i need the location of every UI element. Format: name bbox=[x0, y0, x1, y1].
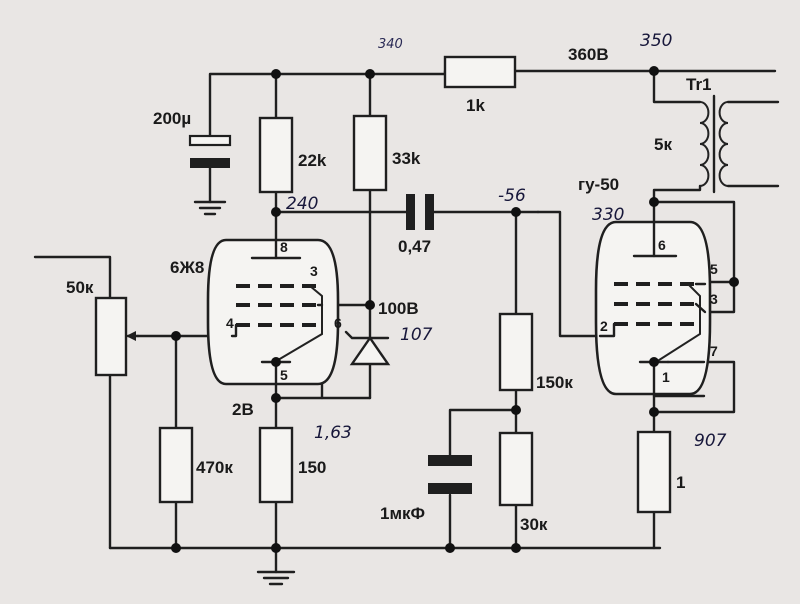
pin-t2-6: 6 bbox=[658, 237, 666, 253]
label-tube1: 6Ж8 bbox=[170, 258, 204, 277]
hand-v-107: 107 bbox=[400, 325, 433, 345]
wiring bbox=[33, 69, 780, 574]
label-r-1k: 1k bbox=[466, 96, 485, 115]
potentiometer-50k bbox=[94, 296, 128, 377]
label-r-150: 150 bbox=[298, 458, 326, 477]
label-c-200u: 200µ bbox=[153, 109, 191, 128]
capacitor-200u bbox=[188, 134, 232, 168]
resistor-470k bbox=[158, 426, 194, 504]
pin-t1-3: 3 bbox=[310, 263, 318, 279]
ground-symbol-cap bbox=[193, 200, 227, 216]
label-supply-voltage: 360В bbox=[568, 45, 609, 64]
pin-t2-5: 5 bbox=[710, 261, 718, 277]
resistor-150 bbox=[258, 426, 294, 504]
capacitor-1mkf bbox=[428, 455, 472, 494]
label-r-33k: 33k bbox=[392, 149, 421, 168]
label-node-100v: 100В bbox=[378, 299, 419, 318]
label-r-470k: 470к bbox=[196, 458, 233, 477]
pin-t2-7: 7 bbox=[710, 343, 718, 359]
transformer-tr1 bbox=[699, 94, 729, 194]
resistor-30k bbox=[498, 431, 534, 507]
label-cathode-2v: 2В bbox=[232, 400, 254, 419]
pin-t2-2: 2 bbox=[600, 318, 608, 334]
resistor-1k bbox=[443, 55, 517, 89]
label-r-1-ohm: 1 bbox=[676, 473, 685, 492]
label-r-150k: 150к bbox=[536, 373, 573, 392]
capacitor-047 bbox=[406, 194, 434, 230]
resistor-1-ohm bbox=[636, 430, 672, 514]
hand-v-240: 240 bbox=[286, 194, 318, 214]
label-transformer: Tr1 bbox=[686, 75, 712, 94]
hand-v-340: 340 bbox=[378, 37, 403, 52]
label-tube2: гу-50 bbox=[578, 175, 619, 194]
tube-6zh8 bbox=[206, 238, 340, 386]
junction-dots bbox=[171, 66, 739, 553]
hand-v-330: 330 bbox=[592, 205, 624, 225]
pin-t2-1: 1 bbox=[662, 369, 670, 385]
label-r-22k: 22k bbox=[298, 151, 327, 170]
resistor-150k bbox=[498, 312, 534, 392]
hand-v-907: 907 bbox=[694, 431, 727, 451]
hand-v-m56: -56 bbox=[498, 186, 526, 206]
label-z-5k: 5к bbox=[654, 135, 672, 154]
pin-t1-6: 6 bbox=[334, 315, 342, 331]
ground-symbol-main bbox=[256, 570, 296, 586]
resistor-33k bbox=[352, 114, 388, 192]
hand-v-163: 1,63 bbox=[314, 423, 352, 443]
tube-gu50 bbox=[594, 220, 712, 396]
hand-v-350: 350 bbox=[640, 31, 672, 51]
pin-t1-4: 4 bbox=[226, 315, 234, 331]
pin-t2-3: 3 bbox=[710, 291, 718, 307]
label-c-047: 0,47 bbox=[398, 237, 431, 256]
pin-t1-5: 5 bbox=[280, 367, 288, 383]
label-pot-50k: 50к bbox=[66, 278, 94, 297]
label-r-30k: 30к bbox=[520, 515, 548, 534]
resistor-22k bbox=[258, 116, 294, 194]
pot-wiper-arrow bbox=[126, 331, 136, 341]
zener-diode bbox=[344, 330, 391, 366]
pin-t1-8: 8 bbox=[280, 239, 288, 255]
label-c-1mkf: 1мкФ bbox=[380, 504, 425, 523]
